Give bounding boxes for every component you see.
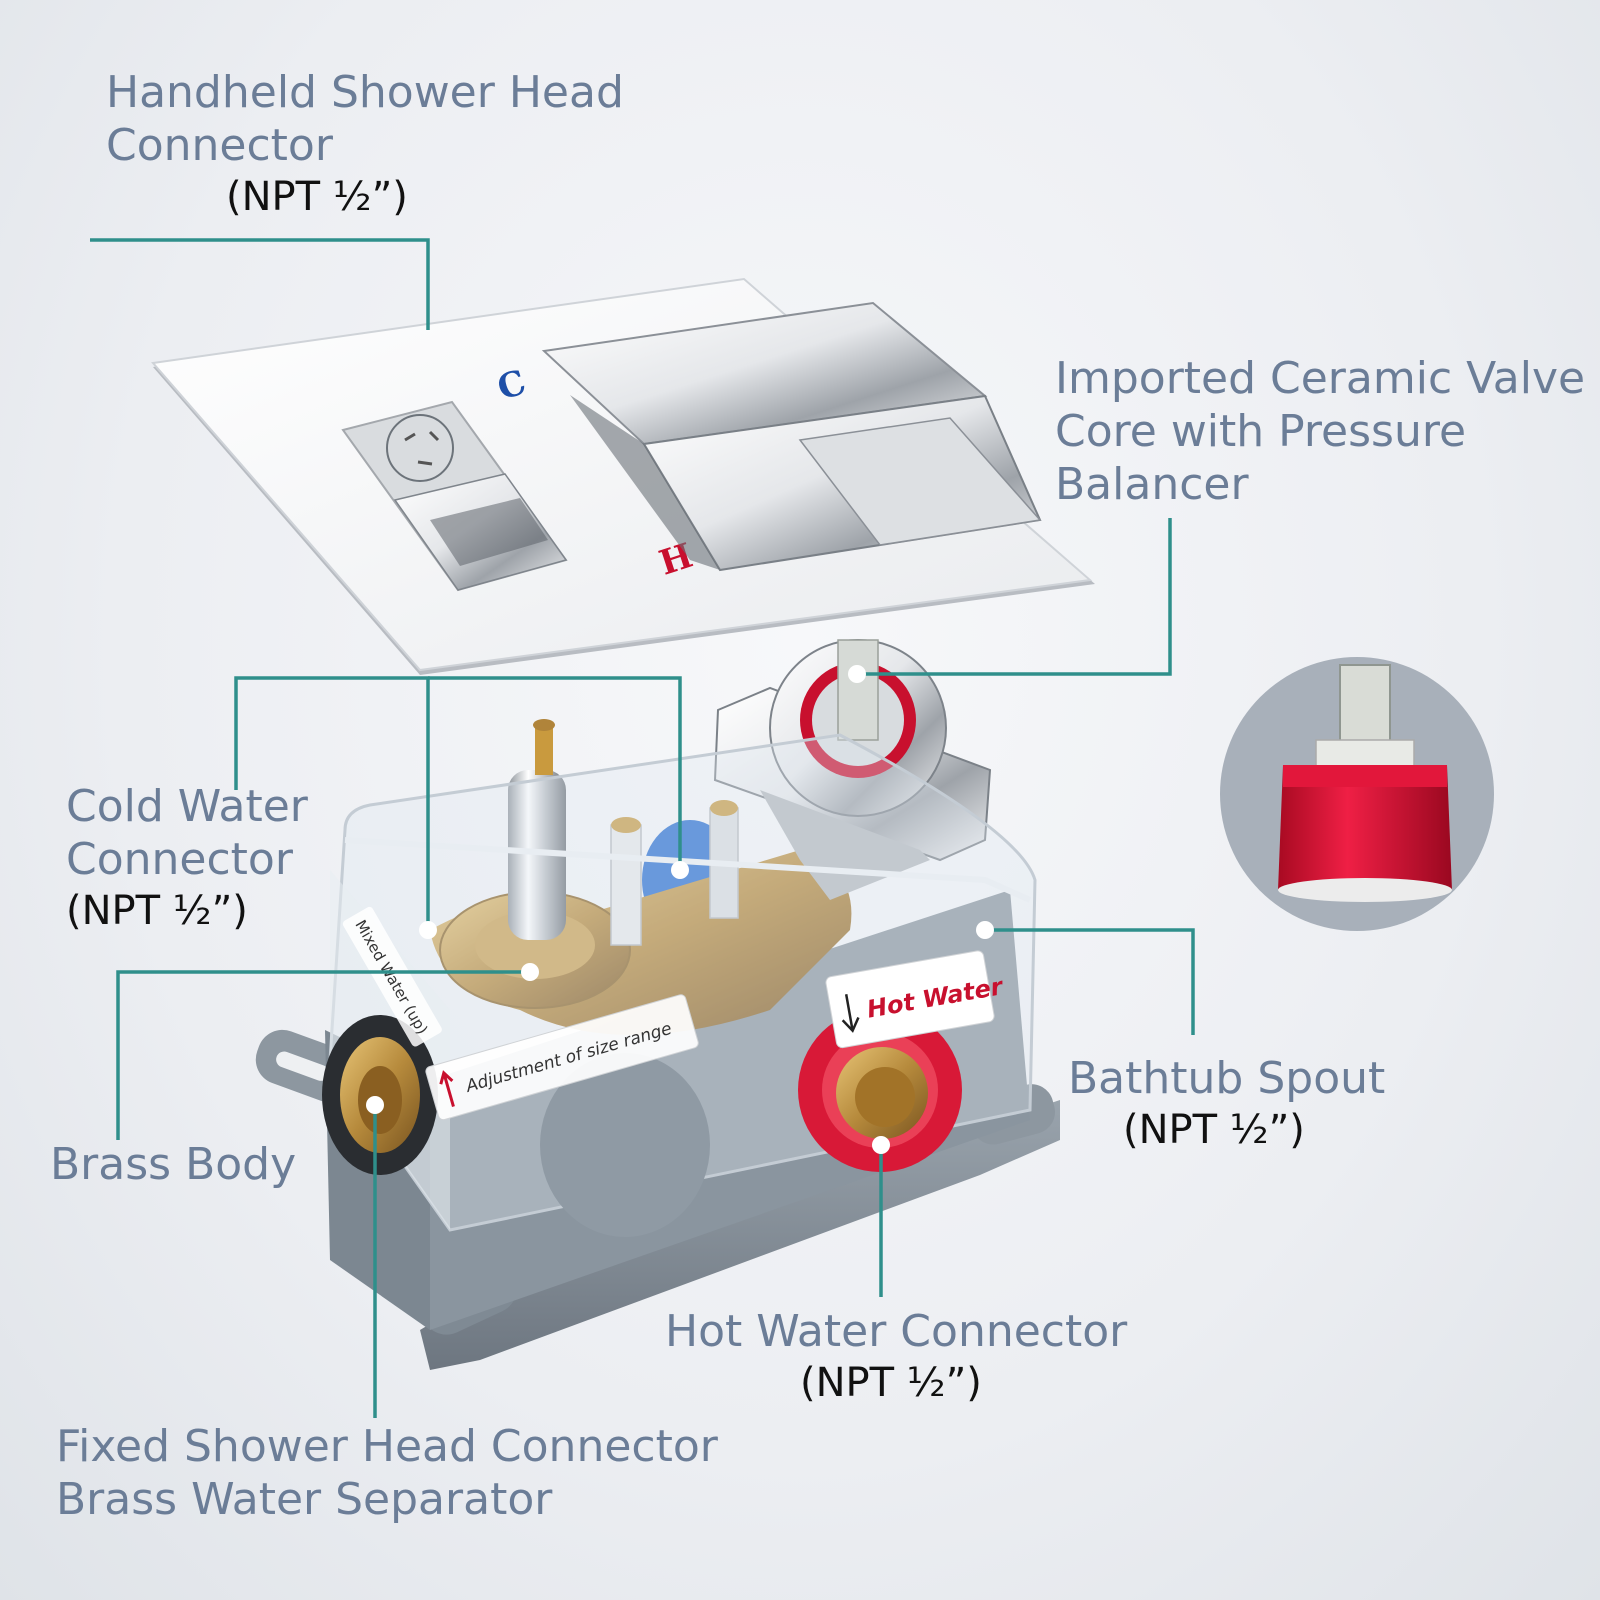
label-hot-line1: Hot Water Connector: [665, 1306, 1128, 1357]
label-cold-line1: Cold Water: [66, 781, 308, 832]
label-ceramic-line2: Core with Pressure: [1055, 406, 1467, 457]
rough-in-valve: Hot Water Adjustment of size range Mixed…: [255, 639, 1060, 1370]
label-cold-spec: (NPT ½”): [66, 888, 248, 934]
label-brass-body-line1: Brass Body: [50, 1139, 297, 1190]
callout-dot-cold: [419, 921, 437, 939]
label-fixed-line2: Brass Water Separator: [56, 1474, 553, 1525]
label-handheld-spec: (NPT ½”): [226, 174, 408, 220]
trim-plate: C H: [151, 277, 1095, 675]
label-cold: Cold Water Connector (NPT ½”): [66, 780, 308, 936]
label-ceramic: Imported Ceramic Valve Core with Pressur…: [1055, 352, 1585, 511]
valve-handle: [541, 301, 1042, 572]
callout-dot-brass: [521, 963, 539, 981]
callout-bathtub: [985, 928, 1195, 1035]
fixed-shower-port: [322, 1015, 438, 1175]
brass-body: [430, 719, 852, 1035]
label-hot: Hot Water Connector (NPT ½”): [665, 1305, 1127, 1408]
callout-ceramic: [857, 518, 1172, 676]
label-ceramic-line1: Imported Ceramic Valve: [1055, 353, 1586, 404]
label-handheld-line1: Handheld Shower Head: [106, 67, 624, 118]
label-bathtub-line1: Bathtub Spout: [1068, 1053, 1386, 1104]
callout-brass: [116, 970, 530, 1140]
callout-dot-cold-right: [671, 861, 689, 879]
callout-dot-hot: [872, 1136, 890, 1154]
plugged-port: [540, 1053, 710, 1237]
label-hot-spec: (NPT ½”): [800, 1360, 982, 1406]
callout-dot-fixed: [366, 1096, 384, 1114]
label-bathtub-spec: (NPT ½”): [1123, 1107, 1305, 1153]
callout-lines: [90, 238, 1195, 1418]
label-fixed: Fixed Shower Head Connector Brass Water …: [56, 1420, 718, 1526]
label-handheld-line2: Connector: [106, 120, 333, 171]
hot-water-sticker: Hot Water: [825, 950, 1007, 1049]
diverter-knob: [341, 400, 568, 592]
label-handheld: Handheld Shower Head Connector (NPT ½”): [106, 66, 624, 222]
label-cold-line2: Connector: [66, 834, 293, 885]
label-bathtub: Bathtub Spout (NPT ½”): [1068, 1052, 1385, 1155]
ceramic-cartridge-inset: [1220, 657, 1494, 931]
callout-cold: [234, 676, 430, 930]
label-brass-body: Brass Body: [50, 1138, 296, 1191]
callout-handheld: [90, 238, 430, 330]
callout-dot-ceramic: [848, 665, 866, 683]
callout-dot-bathtub: [976, 921, 994, 939]
label-fixed-line1: Fixed Shower Head Connector: [56, 1421, 718, 1472]
callout-cold-right: [428, 676, 682, 870]
hot-water-port: [798, 1008, 962, 1172]
label-ceramic-line3: Balancer: [1055, 459, 1249, 510]
